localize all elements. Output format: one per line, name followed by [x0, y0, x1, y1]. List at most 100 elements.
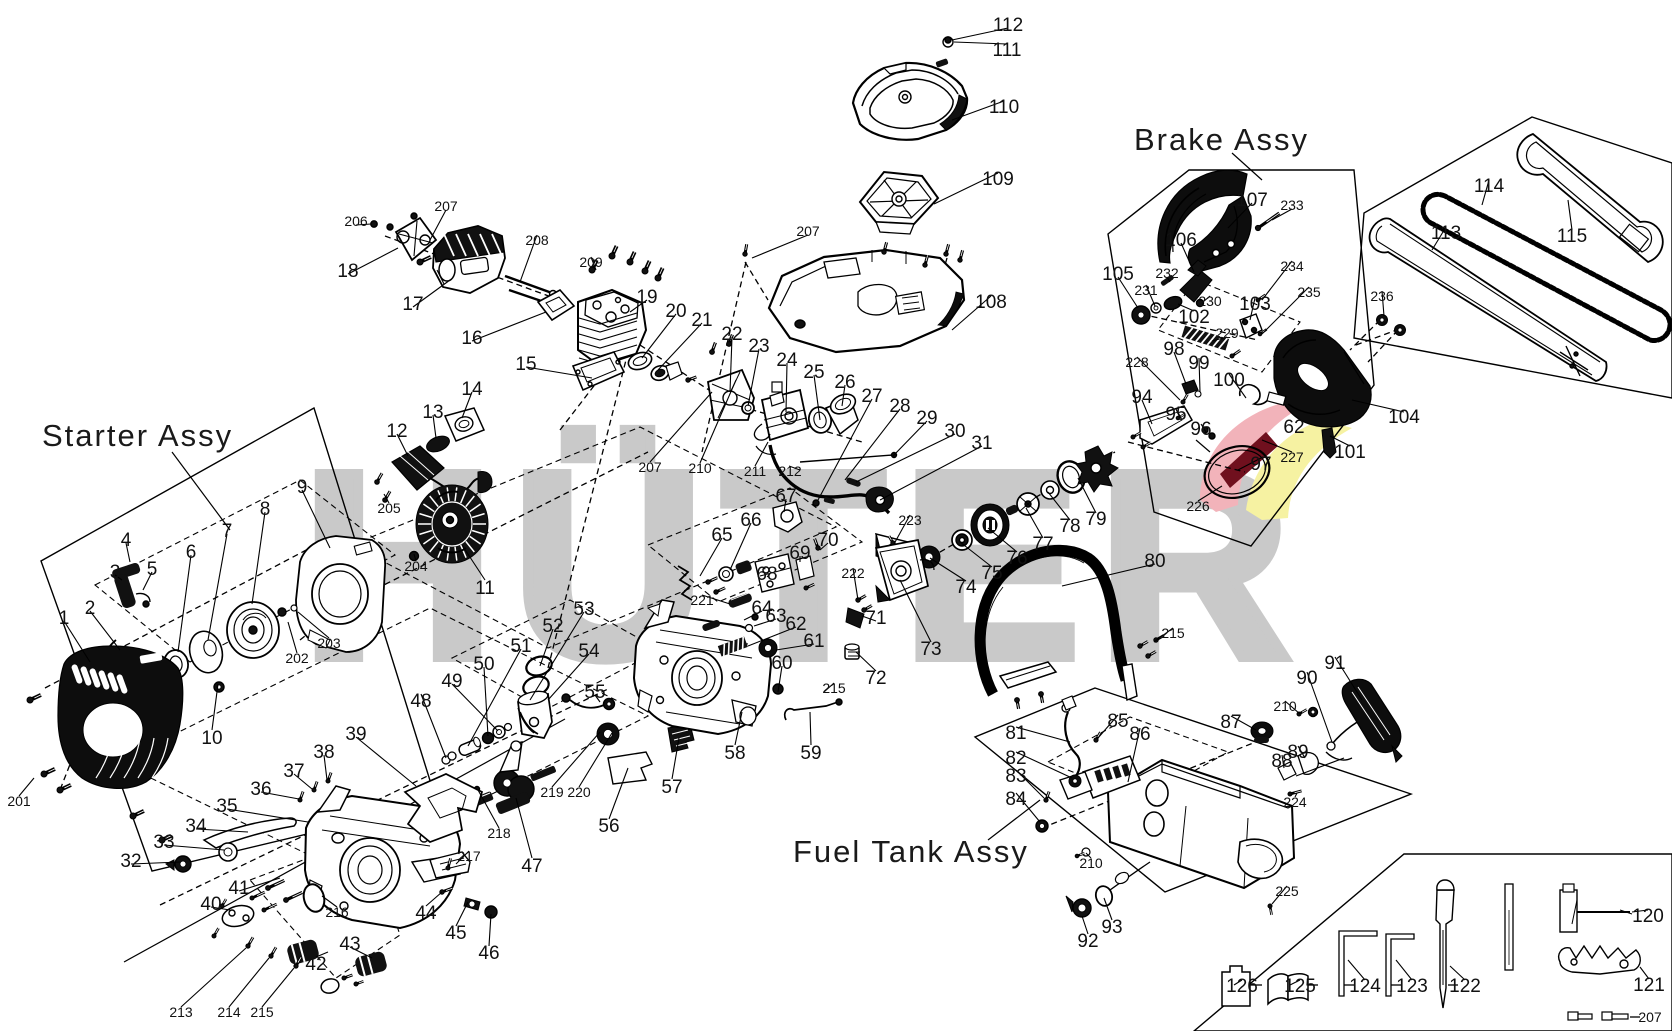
svg-text:66: 66	[740, 510, 761, 531]
svg-text:51: 51	[510, 636, 531, 657]
svg-text:103: 103	[1239, 294, 1271, 315]
svg-text:109: 109	[982, 169, 1014, 190]
svg-text:93: 93	[1101, 917, 1122, 938]
svg-text:7: 7	[222, 521, 233, 542]
svg-text:221: 221	[690, 592, 714, 608]
svg-text:123: 123	[1396, 976, 1428, 997]
svg-text:112: 112	[993, 15, 1023, 36]
svg-text:208: 208	[525, 232, 549, 248]
svg-text:Brake Assy: Brake Assy	[1134, 122, 1309, 157]
svg-text:236: 236	[1370, 288, 1394, 304]
svg-text:84: 84	[1005, 789, 1027, 810]
svg-text:104: 104	[1388, 407, 1420, 428]
svg-text:4: 4	[121, 530, 132, 551]
svg-text:78: 78	[1059, 516, 1080, 537]
svg-text:20: 20	[665, 301, 686, 322]
svg-text:30: 30	[944, 421, 965, 442]
svg-text:15: 15	[515, 354, 536, 375]
svg-text:34: 34	[185, 816, 207, 837]
svg-text:64: 64	[751, 598, 773, 619]
svg-text:19: 19	[636, 287, 657, 308]
svg-text:70: 70	[817, 530, 838, 551]
svg-text:25: 25	[803, 362, 824, 383]
svg-text:32: 32	[120, 851, 141, 872]
svg-text:58: 58	[724, 743, 745, 764]
svg-text:91: 91	[1324, 653, 1345, 674]
svg-text:Fuel Tank Assy: Fuel Tank Assy	[793, 834, 1029, 869]
svg-text:219: 219	[540, 784, 564, 800]
svg-text:225: 225	[1275, 883, 1299, 899]
svg-text:105: 105	[1102, 264, 1134, 285]
svg-text:49: 49	[441, 671, 462, 692]
svg-text:111: 111	[993, 40, 1022, 61]
svg-text:100: 100	[1213, 370, 1245, 391]
svg-text:45: 45	[445, 923, 466, 944]
svg-text:210: 210	[1079, 855, 1103, 871]
svg-text:232: 232	[1155, 265, 1179, 281]
svg-text:207: 207	[796, 223, 820, 239]
svg-text:42: 42	[305, 954, 326, 975]
svg-text:28: 28	[889, 396, 910, 417]
svg-text:97: 97	[1250, 454, 1271, 475]
svg-text:201: 201	[7, 793, 31, 809]
svg-text:18: 18	[337, 261, 358, 282]
svg-text:60: 60	[771, 653, 792, 674]
svg-text:89: 89	[1287, 742, 1308, 763]
svg-text:55: 55	[584, 682, 605, 703]
svg-text:211: 211	[744, 463, 767, 479]
svg-text:122: 122	[1449, 976, 1481, 997]
svg-text:95: 95	[1165, 404, 1186, 425]
svg-text:203: 203	[317, 635, 341, 651]
svg-text:56: 56	[598, 816, 619, 837]
svg-text:212: 212	[778, 463, 802, 479]
svg-text:47: 47	[521, 856, 542, 877]
svg-text:204: 204	[404, 558, 428, 574]
svg-text:16: 16	[461, 328, 482, 349]
svg-text:235: 235	[1297, 284, 1321, 300]
svg-text:207: 207	[638, 459, 662, 475]
svg-text:202: 202	[285, 650, 309, 666]
svg-text:53: 53	[573, 599, 594, 620]
svg-text:Starter Assy: Starter Assy	[42, 418, 233, 453]
svg-text:81: 81	[1005, 723, 1026, 744]
svg-text:5: 5	[147, 559, 158, 580]
svg-text:14: 14	[461, 379, 483, 400]
svg-text:101: 101	[1334, 442, 1366, 463]
svg-text:11: 11	[475, 578, 495, 599]
svg-text:108: 108	[975, 292, 1007, 313]
svg-text:26: 26	[834, 372, 855, 393]
svg-text:43: 43	[339, 934, 360, 955]
svg-text:205: 205	[377, 500, 401, 516]
svg-text:222: 222	[841, 565, 865, 581]
svg-text:35: 35	[216, 796, 237, 817]
svg-text:75: 75	[981, 563, 1002, 584]
svg-text:231: 231	[1134, 282, 1158, 298]
svg-text:13: 13	[422, 402, 443, 423]
svg-text:210: 210	[1273, 698, 1297, 714]
svg-text:76: 76	[1006, 548, 1027, 569]
svg-text:220: 220	[567, 784, 591, 800]
svg-text:54: 54	[578, 641, 600, 662]
svg-text:207: 207	[434, 198, 458, 214]
svg-text:107: 107	[1236, 190, 1268, 211]
svg-text:52: 52	[542, 616, 563, 637]
svg-text:85: 85	[1107, 711, 1128, 732]
svg-text:206: 206	[344, 213, 368, 229]
svg-text:218: 218	[487, 825, 511, 841]
svg-text:72: 72	[865, 668, 886, 689]
svg-text:227: 227	[1280, 449, 1304, 465]
svg-text:63: 63	[765, 606, 786, 627]
svg-text:65: 65	[711, 525, 732, 546]
svg-text:29: 29	[916, 408, 937, 429]
svg-text:37: 37	[283, 761, 304, 782]
svg-text:98: 98	[1163, 339, 1184, 360]
svg-text:121: 121	[1633, 975, 1665, 996]
svg-text:124: 124	[1349, 976, 1381, 997]
svg-text:88: 88	[1271, 751, 1292, 772]
svg-text:69: 69	[789, 543, 810, 564]
svg-text:209: 209	[579, 254, 603, 270]
svg-text:1: 1	[59, 608, 70, 629]
svg-text:68: 68	[756, 564, 777, 585]
svg-text:61: 61	[803, 631, 824, 652]
svg-text:90: 90	[1296, 668, 1317, 689]
